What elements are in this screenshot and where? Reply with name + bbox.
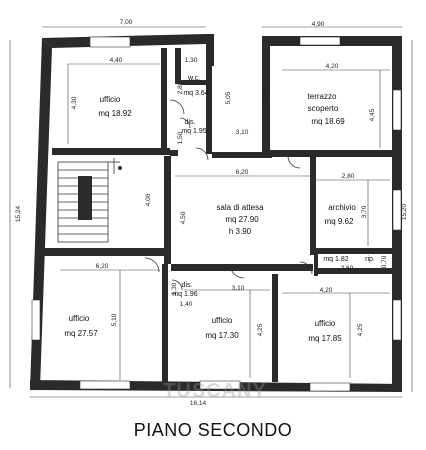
dim-ufficio-nw-w: 4,40 [110, 57, 123, 64]
dimension-labels: 7,00 4,90 4,40 4,30 1,30 2,80 1,50 3,10 … [15, 19, 408, 407]
room-area-rip: mq 1.82 [323, 256, 348, 263]
dim-sc-w: 3,10 [232, 285, 245, 292]
room-area-ufficio-se: mq 17.85 [308, 334, 342, 343]
dimension-lines [9, 26, 413, 398]
dim-left-total: 15,24 [15, 205, 22, 222]
room-area-dis2: mq 1.96 [172, 291, 197, 298]
dim-right-total: 15,20 [401, 203, 408, 220]
floor-title: PIANO SECONDO [133, 420, 293, 440]
dim-arch-h: 3,70 [361, 205, 368, 218]
room-area-ufficio-sc: mq 17.30 [205, 331, 239, 340]
dim-wc-w: 1,30 [185, 57, 198, 64]
dim-sala-h: 4,50 [180, 211, 187, 224]
room-labels: ufficio mq 18.92 w.c. mq 3.64 dis. mq 1.… [64, 75, 375, 343]
dim-top-left: 7,00 [120, 19, 133, 26]
room-name-ufficio-sc: ufficio [212, 316, 233, 325]
room-area-ufficio-nw: mq 18.92 [98, 109, 132, 118]
room-name-ufficio-sw: ufficio [69, 314, 90, 323]
dim-wc-h: 2,80 [177, 81, 184, 94]
dim-dis2-w: 1,40 [180, 301, 193, 308]
dim-sw-h: 5,10 [111, 313, 118, 326]
room-name-ufficio-nw: ufficio [100, 95, 121, 104]
room-area-sala: mq 27.90 [225, 215, 259, 224]
room-area-ufficio-sw: mq 27.57 [64, 329, 98, 338]
interior-walls [40, 48, 402, 382]
staircase [57, 158, 122, 243]
dim-rip-h: 0,70 [381, 255, 388, 268]
room-area-terrazzo: mq 18.69 [311, 117, 345, 126]
dim-se-w: 4,20 [320, 287, 333, 294]
dim-sw-w: 6,20 [96, 263, 109, 270]
dim-mid-w: 3,10 [236, 129, 249, 136]
room-name-terrazzo: terrazzo [308, 92, 337, 101]
room-name-sala: sala di attesa [216, 203, 264, 212]
dim-mid-h1: 5,05 [225, 91, 232, 104]
room-name-rip: rip. [365, 256, 375, 263]
dim-terr-w: 4,20 [326, 63, 339, 70]
dim-dis2-h: 1,30 [171, 282, 178, 295]
dim-top-right: 4,90 [312, 21, 325, 28]
watermark: TUSCANY [163, 380, 267, 402]
dim-bottom-total: 16,14 [190, 400, 207, 407]
room-height-sala: h 3.90 [229, 227, 252, 236]
dim-se-h: 4,25 [357, 323, 364, 336]
dim-rip-w: 2,60 [341, 265, 354, 272]
room-name-dis2: dis. [182, 282, 193, 289]
room-area-wc: mq 3.64 [183, 90, 208, 97]
dim-sc-h: 4,25 [257, 323, 264, 336]
room-name-dis1: dis. [185, 119, 196, 126]
room-area-dis1: mq 1.95 [181, 128, 206, 135]
room-name-ufficio-se: ufficio [315, 319, 336, 328]
dim-mid-h2: 5,05 [263, 91, 270, 104]
room-area-archivio: mq 9.62 [325, 217, 354, 226]
dim-terr-h: 4,45 [369, 108, 376, 121]
room-name-wc: w.c. [187, 75, 200, 82]
dim-sala-w: 6,20 [236, 169, 249, 176]
dim-dis1-w: 1,50 [177, 131, 184, 144]
room-name-archivio: archivio [328, 203, 356, 212]
room-name2-terrazzo: scoperto [308, 104, 339, 113]
dim-ufficio-nw-h: 4,30 [71, 96, 78, 109]
windows [31, 36, 402, 392]
dim-arch-w: 2,80 [342, 173, 355, 180]
dim-stair-h: 4,00 [145, 193, 152, 206]
